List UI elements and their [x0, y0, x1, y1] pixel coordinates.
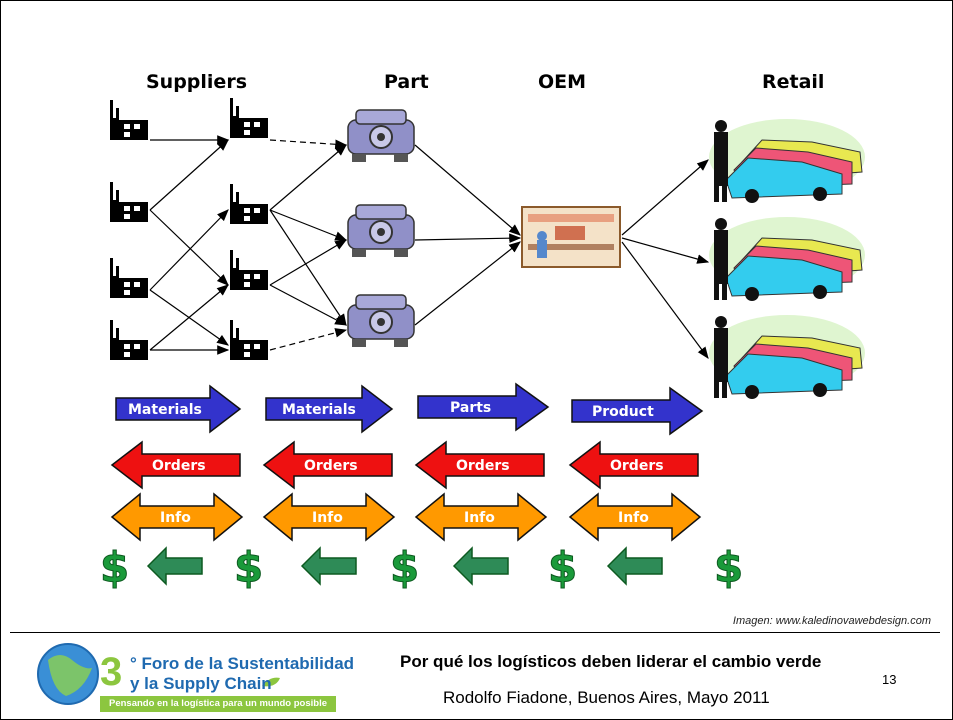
factory-icon	[230, 320, 268, 360]
orders-label: Orders	[456, 458, 510, 474]
money-flow-arrow	[606, 546, 663, 586]
info-label: Info	[312, 510, 343, 526]
header-retail: Retail	[762, 71, 825, 93]
retail-dealer-icon	[708, 314, 866, 400]
engine-part-icon	[347, 109, 415, 163]
factory-icon	[110, 320, 148, 360]
product-label: Product	[592, 404, 654, 420]
logo-tagline: Pensando en la logística para un mundo p…	[100, 696, 336, 712]
engine-part-icon	[347, 294, 415, 348]
factory-icon	[110, 182, 148, 222]
dollar-icon: $	[714, 543, 743, 592]
orders-flow-arrow	[110, 440, 241, 490]
retail-dealer-icon	[708, 216, 866, 302]
footer-divider	[10, 632, 940, 633]
author-line: Rodolfo Fiadone, Buenos Aires, Mayo 2011	[443, 688, 770, 707]
page-number: 13	[882, 672, 897, 687]
forum-logo-icon	[37, 643, 99, 705]
info-flow-arrow	[110, 492, 244, 542]
dollar-icon: $	[100, 543, 129, 592]
slide-title: Por qué los logísticos deben liderar el …	[400, 652, 822, 671]
orders-label: Orders	[610, 458, 664, 474]
factory-icon	[110, 258, 148, 298]
materials-flow-arrow	[115, 384, 242, 434]
factory-icon	[110, 100, 148, 140]
retail-dealer-icon	[708, 118, 866, 204]
money-flow-arrow	[300, 546, 357, 586]
info-label: Info	[160, 510, 191, 526]
product-flow-arrow	[571, 386, 704, 436]
info-label: Info	[618, 510, 649, 526]
dollar-icon: $	[390, 543, 419, 592]
orders-label: Orders	[304, 458, 358, 474]
factory-icon	[230, 98, 268, 138]
dollar-icon: $	[234, 543, 263, 592]
dollar-icon: $	[548, 543, 577, 592]
orders-flow-arrow	[262, 440, 393, 490]
materials-flow-arrow	[265, 384, 394, 434]
header-suppliers: Suppliers	[146, 71, 248, 93]
engine-part-icon	[347, 204, 415, 258]
logo-number: 3	[100, 650, 123, 694]
image-credit: Imagen: www.kaledinovawebdesign.com	[732, 615, 931, 627]
header-oem: OEM	[538, 71, 587, 93]
leaf-icon	[262, 677, 280, 687]
info-flow-arrow	[568, 492, 702, 542]
orders-flow-arrow	[568, 440, 699, 490]
info-label: Info	[464, 510, 495, 526]
parts-label: Parts	[450, 400, 491, 416]
materials-label: Materials	[128, 402, 202, 418]
money-flow-arrow	[146, 546, 203, 586]
logo-line1: ° Foro de la Sustentabilidad	[130, 654, 355, 673]
factory-icon	[230, 250, 268, 290]
oem-factory-icon	[521, 206, 621, 268]
parts-flow-arrow	[417, 382, 550, 432]
header-part: Part	[384, 71, 429, 93]
materials-label: Materials	[282, 402, 356, 418]
factory-icon	[230, 184, 268, 224]
info-flow-arrow	[262, 492, 396, 542]
orders-flow-arrow	[414, 440, 545, 490]
logo-line2: y la Supply Chain	[130, 674, 272, 693]
flow-connections	[149, 135, 710, 359]
money-flow-arrow	[452, 546, 509, 586]
orders-label: Orders	[152, 458, 206, 474]
info-flow-arrow	[414, 492, 548, 542]
